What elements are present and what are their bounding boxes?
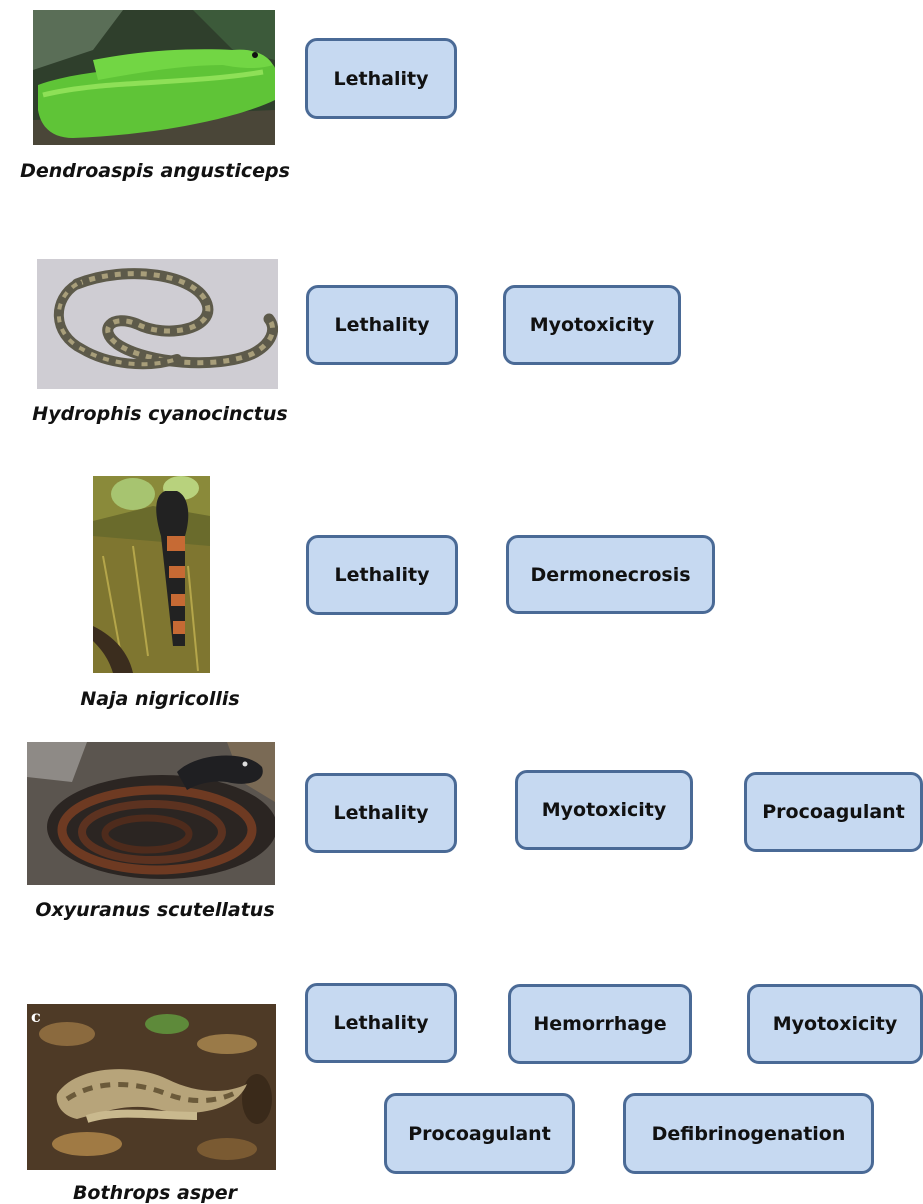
species-label: Dendroaspis angusticeps — [10, 160, 300, 182]
effect-box-procoagulant: Procoagulant — [744, 772, 923, 852]
effect-box-lethality: Lethality — [305, 38, 457, 119]
species-label: Bothrops asper — [10, 1182, 300, 1204]
snake-photo-hydrophis — [37, 259, 278, 389]
effect-box-lethality: Lethality — [305, 773, 457, 853]
effect-box-hemorrhage: Hemorrhage — [508, 984, 692, 1064]
snake-photo-naja — [93, 476, 210, 673]
effect-box-dermonecrosis: Dermonecrosis — [506, 535, 715, 614]
snake-photo-oxyuranus — [27, 742, 275, 885]
effect-box-myotoxicity: Myotoxicity — [747, 984, 923, 1064]
species-label: Hydrophis cyanocinctus — [14, 403, 306, 425]
snake-photo-dendroaspis — [33, 10, 275, 145]
effect-box-procoagulant: Procoagulant — [384, 1093, 575, 1174]
effect-box-lethality: Lethality — [306, 535, 458, 615]
species-label: Oxyuranus scutellatus — [10, 899, 300, 921]
effect-box-lethality: Lethality — [306, 285, 458, 365]
effect-box-defibrinogenation: Defibrinogenation — [623, 1093, 874, 1174]
effect-box-lethality: Lethality — [305, 983, 457, 1063]
effect-box-myotoxicity: Myotoxicity — [515, 770, 693, 850]
photo-panel-label: c — [31, 1007, 41, 1026]
effect-box-myotoxicity: Myotoxicity — [503, 285, 681, 365]
snake-photo-bothrops: c — [27, 1004, 276, 1170]
species-label: Naja nigricollis — [14, 688, 306, 710]
